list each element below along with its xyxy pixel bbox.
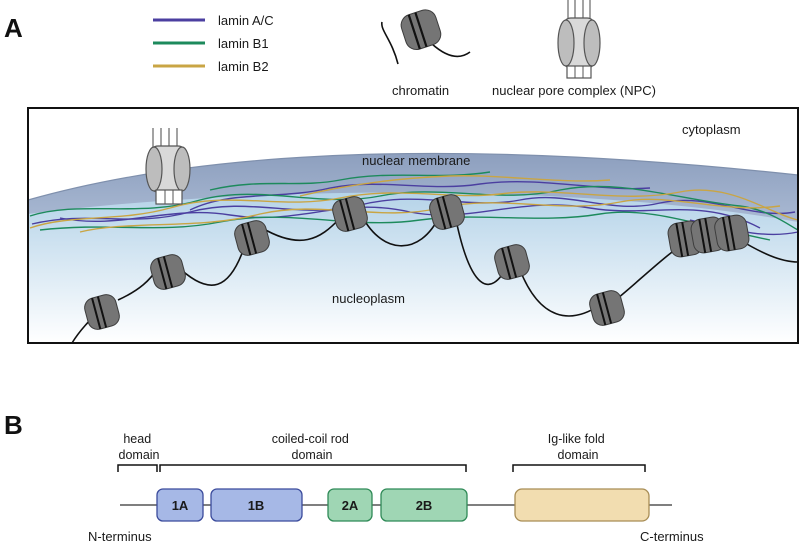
segment-2a	[327, 488, 373, 522]
key-chromatin-icon	[381, 9, 471, 65]
domain-brackets	[117, 464, 646, 472]
legend-label-lamin-ac: lamin A/C	[218, 13, 274, 28]
legend: lamin A/C lamin B1 lamin B2	[153, 13, 274, 74]
panel-b-letter: B	[4, 410, 23, 440]
nucleoplasm-label: nucleoplasm	[332, 291, 405, 306]
nucleosomes	[84, 194, 750, 330]
nucleus-frame	[27, 107, 799, 344]
nucleus-schematic	[27, 107, 799, 344]
segment-2b-label: 2B	[416, 498, 433, 513]
ig-bracket	[512, 464, 646, 472]
head-domain-label: head domain	[119, 432, 160, 462]
nuclear-membrane-band	[28, 153, 798, 222]
cytoplasm-label: cytoplasm	[682, 122, 741, 137]
segment-ig-fold	[514, 488, 650, 522]
c-terminus-label: C-terminus	[640, 529, 704, 543]
panel-a-letter: A	[4, 13, 23, 43]
legend-label-lamin-b2: lamin B2	[218, 59, 269, 74]
rod-bracket	[159, 464, 467, 472]
segment-1b	[210, 488, 303, 522]
legend-label-lamin-b1: lamin B1	[218, 36, 269, 51]
key-npc-label: nuclear pore complex (NPC)	[492, 83, 656, 98]
segment-2a-label: 2A	[342, 498, 359, 513]
npc-in-membrane	[145, 128, 191, 205]
protein-segments: 1A 1B 2A 2B	[156, 488, 650, 522]
rod-domain-label: coiled-coil rod domain	[272, 432, 353, 462]
key-npc-icon	[557, 0, 601, 79]
segment-1a-label: 1A	[172, 498, 189, 513]
n-terminus-label: N-terminus	[88, 529, 152, 543]
segment-1a	[156, 488, 204, 522]
nuclear-membrane-label: nuclear membrane	[362, 153, 470, 168]
segment-2b	[380, 488, 468, 522]
key-chromatin-label: chromatin	[392, 83, 449, 98]
ig-domain-label: Ig-like fold domain	[548, 432, 608, 462]
head-bracket	[117, 464, 158, 472]
segment-1b-label: 1B	[248, 498, 265, 513]
